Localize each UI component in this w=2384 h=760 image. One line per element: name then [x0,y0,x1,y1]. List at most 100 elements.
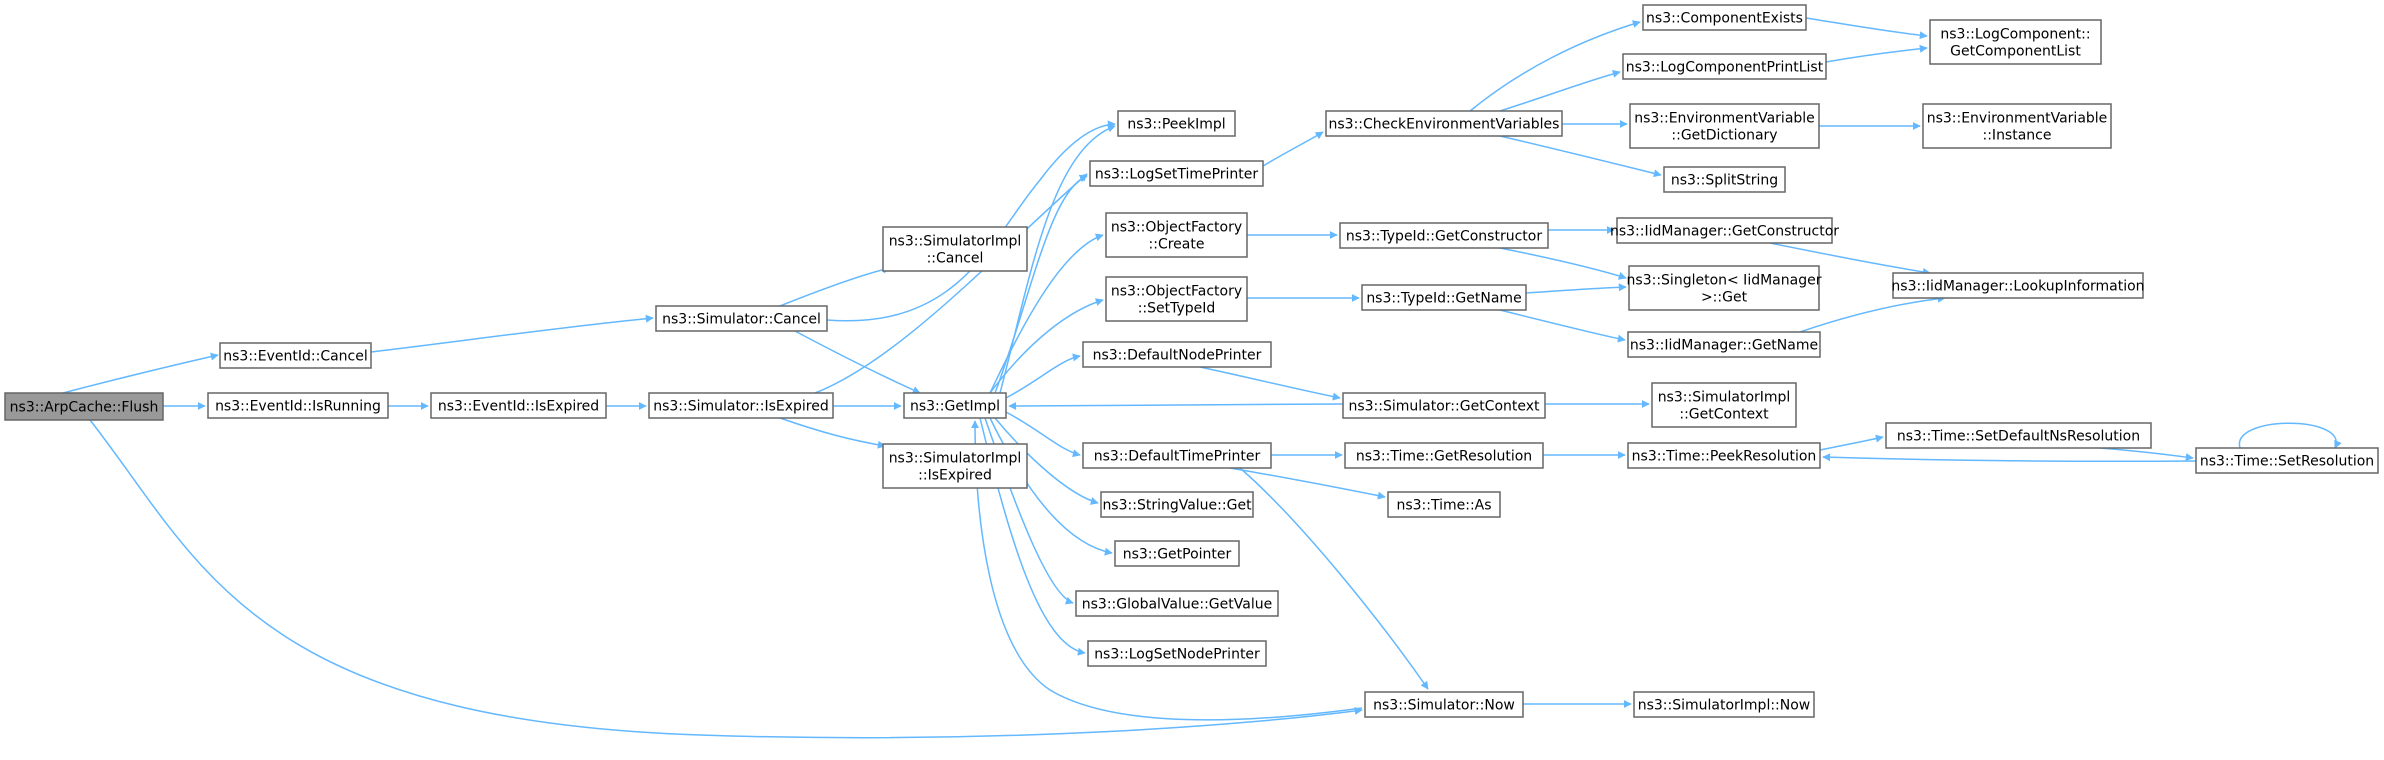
node-label-line: ns3::SimulatorImpl::Now [1638,698,1811,714]
node-label-line: ::IsExpired [918,468,992,484]
node-peekimpl[interactable]: ns3::PeekImpl [1117,110,1236,137]
node-box [1087,640,1267,667]
edge-time_peekresolution-to-time_setdefaultns [1819,434,1884,451]
edge-time_setresolution-to-time_peekresolution [1822,453,2197,463]
node-label-line: ns3::ArpCache::Flush [10,400,159,416]
node-box [1642,4,1807,31]
node-eid-isexpired[interactable]: ns3::EventId::IsExpired [430,392,607,419]
node-eid-isrunning[interactable]: ns3::EventId::IsRunning [207,392,389,419]
edge-sim_cancel-to-peekimpl [826,120,1116,322]
node-label-line: ns3::ObjectFactory [1111,284,1242,300]
node-envvar-getdict[interactable]: ns3::EnvironmentVariable::GetDictionary [1629,103,1820,149]
node-typeid-getconstructor[interactable]: ns3::TypeId::GetConstructor [1339,222,1549,249]
node-sim-now[interactable]: ns3::Simulator::Now [1364,691,1524,718]
edge-sim_cancel-to-simimpl_cancel [779,265,891,307]
node-iid-getconstructor[interactable]: ns3::IidManager::GetConstructor [1610,217,1839,244]
node-label-line: ns3::Time::GetResolution [1356,449,1532,465]
edge-iid_getconstructor-to-iid_lookupinfo [1769,242,1931,276]
node-defaulttimeprinter[interactable]: ns3::DefaultTimePrinter [1082,442,1272,469]
node-box [648,392,834,419]
node-label-line: ns3::GlobalValue::GetValue [1082,597,1272,613]
node-label-line: ::GetContext [1679,407,1769,423]
node-singleton-get[interactable]: ns3::Singleton< IidManager>::Get [1627,265,1822,311]
node-box [2195,447,2379,474]
node-box [1361,284,1527,311]
node-box [1929,19,2102,65]
node-label-line: >::Get [1701,290,1748,306]
edge-iid_getname-to-iid_lookupinfo [1799,294,1946,333]
node-of-settypeid[interactable]: ns3::ObjectFactory::SetTypeId [1105,276,1248,322]
node-sim-getcontext[interactable]: ns3::Simulator::GetContext [1342,392,1546,419]
edge-sim_cancel-to-getimpl [794,330,921,394]
edge-sim_isexpired-to-logsettimeprinter [814,173,1088,394]
node-sim-isexpired[interactable]: ns3::Simulator::IsExpired [648,392,834,419]
edge-sim_isexpired-to-simimpl_isexpired [779,417,886,449]
node-getimpl[interactable]: ns3::GetImpl [903,392,1007,419]
edge-checkenv-to-splitstring [1499,135,1662,178]
node-eid-cancel[interactable]: ns3::EventId::Cancel [219,342,372,369]
edge-getimpl-to-defaultnodeprinter [1005,353,1081,399]
node-gv-getvalue[interactable]: ns3::GlobalValue::GetValue [1075,590,1279,617]
node-getpointer[interactable]: ns3::GetPointer [1114,540,1240,567]
node-iid-getname[interactable]: ns3::IidManager::GetName [1627,331,1821,358]
node-box [1627,442,1821,469]
node-label-line: ns3::IidManager::LookupInformation [1891,279,2144,295]
edge-defaulttimeprinter-to-sim_now [1239,467,1429,690]
node-box [1344,442,1544,469]
node-label-line: ns3::ObjectFactory [1111,220,1242,236]
node-sim-cancel[interactable]: ns3::Simulator::Cancel [655,305,828,332]
node-label-line: ns3::Simulator::IsExpired [653,399,829,415]
node-defaultnodeprinter[interactable]: ns3::DefaultNodePrinter [1082,341,1272,368]
edge-defaultnodeprinter-to-sim_getcontext [1199,366,1341,401]
node-label-line: ns3::IidManager::GetConstructor [1610,224,1839,240]
node-label-line: ns3::SimulatorImpl [1658,390,1791,406]
node-simimpl-isexpired[interactable]: ns3::SimulatorImpl::IsExpired [882,443,1028,489]
node-time-as[interactable]: ns3::Time::As [1387,491,1501,518]
node-time-peekresolution[interactable]: ns3::Time::PeekResolution [1627,442,1821,469]
node-label-line: ns3::Simulator::GetContext [1348,399,1540,415]
node-label-line: ns3::DefaultTimePrinter [1094,449,1261,465]
node-iid-lookupinfo[interactable]: ns3::IidManager::LookupInformation [1891,272,2145,299]
node-simimpl-getcontext[interactable]: ns3::SimulatorImpl::GetContext [1651,382,1797,428]
node-box [1114,540,1240,567]
edge-time_setdefaultns-to-time_setresolution [2099,447,2194,462]
node-label-line: ns3::IidManager::GetName [1630,338,1818,354]
node-envvar-instance[interactable]: ns3::EnvironmentVariable::Instance [1922,103,2112,149]
node-label-line: ns3::LogSetTimePrinter [1095,167,1259,183]
node-logcomp-getcomplist[interactable]: ns3::LogComponent::GetComponentList [1929,19,2102,65]
node-logsettimeprinter[interactable]: ns3::LogSetTimePrinter [1089,160,1264,187]
node-logsetnodeprinter[interactable]: ns3::LogSetNodePrinter [1087,640,1267,667]
node-label-line: ns3::GetPointer [1123,547,1232,563]
node-logcomponentprintlist[interactable]: ns3::LogComponentPrintList [1622,53,1827,80]
node-label-line: ns3::GetImpl [910,399,1000,415]
node-checkenv[interactable]: ns3::CheckEnvironmentVariables [1325,110,1563,137]
node-box [903,392,1007,419]
edge-typeid_getconstructor-to-singleton_get [1499,247,1627,280]
node-stringvalue-get[interactable]: ns3::StringValue::Get [1100,491,1254,518]
node-label-line: ::Instance [1983,128,2052,144]
node-splitstring[interactable]: ns3::SplitString [1663,166,1786,193]
node-label-line: ns3::EventId::IsExpired [438,399,599,415]
node-time-getresolution[interactable]: ns3::Time::GetResolution [1344,442,1544,469]
node-of-create[interactable]: ns3::ObjectFactory::Create [1105,212,1248,258]
node-box [219,342,372,369]
node-box [1342,392,1546,419]
edge-typeid_getname-to-iid_getname [1499,309,1626,343]
node-typeid-getname[interactable]: ns3::TypeId::GetName [1361,284,1527,311]
node-simimpl-now[interactable]: ns3::SimulatorImpl::Now [1633,691,1815,718]
node-simimpl-cancel[interactable]: ns3::SimulatorImpl::Cancel [882,226,1028,272]
node-componentexists[interactable]: ns3::ComponentExists [1642,4,1807,31]
node-box [1633,691,1815,718]
edge-checkenv-to-logcomponentprintlist [1499,69,1621,112]
node-flush[interactable]: ns3::ArpCache::Flush [4,392,164,421]
edge-getimpl-to-defaulttimeprinter [1005,411,1081,458]
node-box [1105,212,1248,258]
node-label-line: ns3::TypeId::GetConstructor [1346,229,1542,245]
node-box [1100,491,1254,518]
node-time-setresolution[interactable]: ns3::Time::SetResolution [2195,447,2379,474]
node-box [882,443,1028,489]
node-time-setdefaultns[interactable]: ns3::Time::SetDefaultNsResolution [1885,422,2152,449]
node-label-line: ns3::Time::SetResolution [2200,454,2374,470]
node-box [1922,103,2112,149]
